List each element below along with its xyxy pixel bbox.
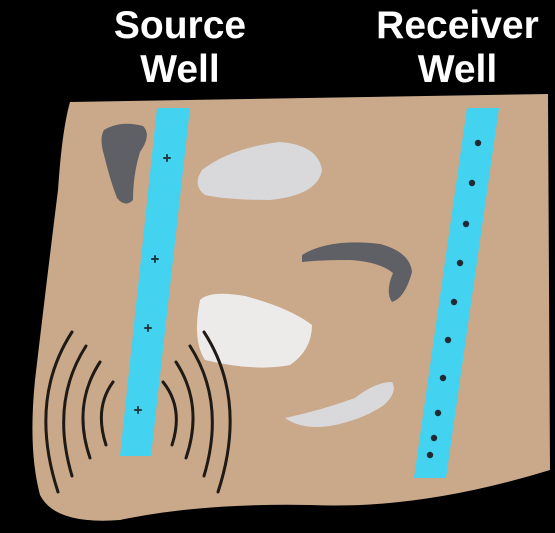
receiver-dot — [475, 140, 481, 146]
receiver-dot — [445, 337, 451, 343]
receiver-dot — [431, 435, 437, 441]
receiver-dot — [469, 180, 475, 186]
receiver-dot — [457, 260, 463, 266]
receiver-dot — [427, 452, 433, 458]
receiver-dot — [435, 410, 441, 416]
receiver-dot — [440, 375, 446, 381]
receiver-dot — [463, 221, 469, 227]
receiver-dot — [451, 299, 457, 305]
